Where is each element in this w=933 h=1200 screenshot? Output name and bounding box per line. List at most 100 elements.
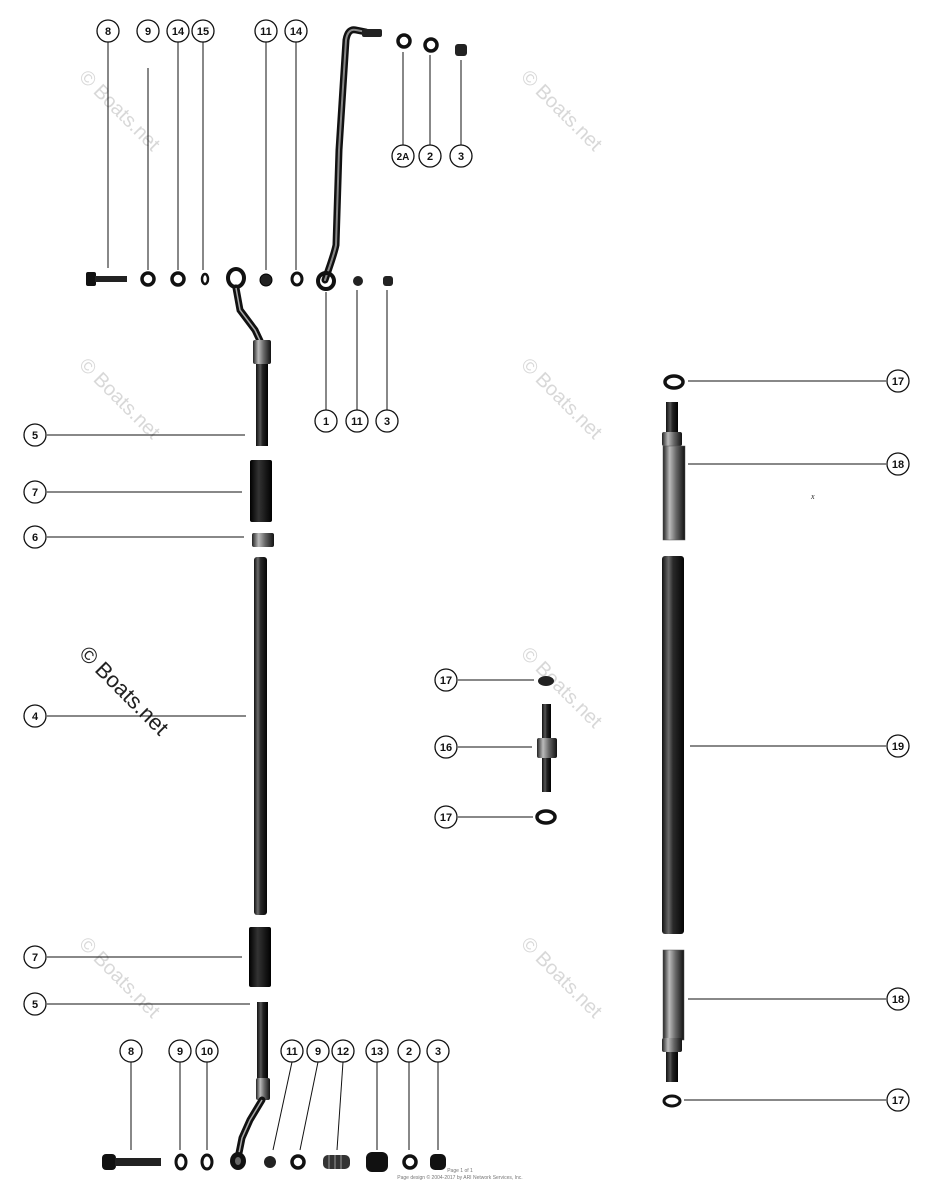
svg-text:18: 18 (892, 994, 904, 1006)
svg-text:14: 14 (172, 26, 185, 38)
callout-7-top: 7 (23, 480, 47, 504)
washer-part-2-bottom (402, 1154, 418, 1170)
callout-2A: 2A (391, 144, 415, 168)
callout-5-top: 5 (23, 423, 47, 447)
callouts: 8 9 14 15 11 14 2A 2 3 1 11 3 5 7 6 4 7 … (23, 19, 910, 1112)
washer-part-2A (396, 33, 412, 49)
svg-text:13: 13 (371, 1046, 383, 1058)
svg-text:18: 18 (892, 459, 904, 471)
washer-part-14-mid (290, 271, 304, 287)
nut-part-6 (252, 533, 274, 547)
callout-11-top: 11 (254, 19, 278, 43)
callout-9-bottom: 9 (168, 1039, 192, 1063)
svg-text:3: 3 (435, 1046, 441, 1058)
callout-18-bottom: 18 (886, 987, 910, 1011)
svg-text:5: 5 (32, 999, 38, 1011)
rod-end-part-5-top (226, 267, 271, 446)
svg-text:4: 4 (32, 711, 39, 723)
callout-17-coupler-bottom: 17 (434, 805, 458, 829)
nut-part-17-right-top (663, 374, 685, 390)
lower-hardware-row (102, 1152, 446, 1172)
watermark-6: © Boats.net (74, 933, 164, 1023)
tube-part-19 (662, 556, 684, 934)
callout-17-right-bottom: 17 (886, 1088, 910, 1112)
callout-12: 12 (331, 1039, 355, 1063)
callout-17-coupler-top: 17 (434, 668, 458, 692)
callout-2-bottom: 2 (397, 1039, 421, 1063)
rod-end-part-18-bottom (662, 949, 685, 1082)
cap-part-13 (366, 1152, 388, 1172)
svg-text:17: 17 (892, 1095, 904, 1107)
left-rod-assembly (230, 460, 274, 1170)
svg-text:12: 12 (337, 1046, 349, 1058)
bushing-part-11-top (259, 273, 273, 287)
callout-16: 16 (434, 735, 458, 759)
svg-text:7: 7 (32, 487, 38, 499)
watermark-dark: © Boats.net (74, 641, 173, 740)
callout-9-top: 9 (136, 19, 160, 43)
callout-8-top: 8 (96, 19, 120, 43)
callout-3-mid: 3 (375, 409, 399, 433)
svg-text:15: 15 (197, 26, 209, 38)
watermark-4: © Boats.net (516, 354, 606, 444)
watermark-3: © Boats.net (74, 354, 164, 444)
washer-part-15 (200, 272, 210, 286)
watermark-7: © Boats.net (516, 933, 606, 1023)
washer-part-2-top (423, 37, 439, 53)
svg-text:3: 3 (458, 151, 464, 163)
callout-2-top: 2 (418, 144, 442, 168)
leader-lines (47, 42, 886, 1151)
callout-14-top: 14 (166, 19, 190, 43)
callout-3-bottom: 3 (426, 1039, 450, 1063)
callout-10: 10 (195, 1039, 219, 1063)
coupler-part-16 (537, 738, 557, 758)
footer-line-1: Page 1 of 1 (447, 1168, 473, 1174)
svg-text:17: 17 (440, 675, 452, 687)
spring-part-12 (323, 1155, 350, 1169)
svg-text:19: 19 (892, 741, 904, 753)
callout-17-right-top: 17 (886, 369, 910, 393)
washer-part-9-bottom (174, 1153, 188, 1171)
svg-text:2A: 2A (397, 152, 410, 163)
svg-text:8: 8 (128, 1046, 134, 1058)
callout-11-mid: 11 (345, 409, 369, 433)
svg-text:2: 2 (427, 151, 433, 163)
sleeve-part-7-top (250, 460, 272, 522)
rod-end-part-5-bottom (230, 1002, 270, 1170)
svg-text:3: 3 (384, 416, 390, 428)
watermark-5: © Boats.net (516, 643, 606, 733)
footer-line-2: Page design © 2004-2017 by ARI Network S… (397, 1174, 522, 1181)
nut-part-3-mid (383, 276, 393, 286)
svg-text:8: 8 (105, 26, 111, 38)
callout-4: 4 (23, 704, 47, 728)
callout-18-top: 18 (886, 452, 910, 476)
nut-part-17-right-bottom (662, 1094, 682, 1108)
nut-part-3-top (455, 44, 467, 56)
svg-text:17: 17 (892, 376, 904, 388)
right-rod-assembly (662, 374, 686, 1108)
callout-1: 1 (314, 409, 338, 433)
bolt-part-8-bottom (102, 1154, 161, 1170)
callout-13: 13 (365, 1039, 389, 1063)
svg-text:10: 10 (201, 1046, 213, 1058)
bushing-part-11-bottom (264, 1156, 276, 1168)
washer-part-10 (200, 1153, 214, 1171)
washer-part-9-right (290, 1154, 306, 1170)
stray-mark: x (810, 492, 815, 501)
svg-text:17: 17 (440, 812, 452, 824)
upper-linkage-parts (86, 26, 467, 446)
svg-text:11: 11 (286, 1046, 298, 1058)
footer: Page 1 of 1 Page design © 2004-2017 by A… (397, 1168, 522, 1181)
svg-text:9: 9 (177, 1046, 183, 1058)
svg-text:16: 16 (440, 742, 452, 754)
svg-text:7: 7 (32, 952, 38, 964)
callout-6: 6 (23, 525, 47, 549)
callout-7-bottom: 7 (23, 945, 47, 969)
callout-14-mid: 14 (284, 19, 308, 43)
watermark-2: © Boats.net (516, 66, 606, 156)
callout-19: 19 (886, 734, 910, 758)
callout-15: 15 (191, 19, 215, 43)
svg-text:14: 14 (290, 26, 303, 38)
svg-text:5: 5 (32, 430, 38, 442)
